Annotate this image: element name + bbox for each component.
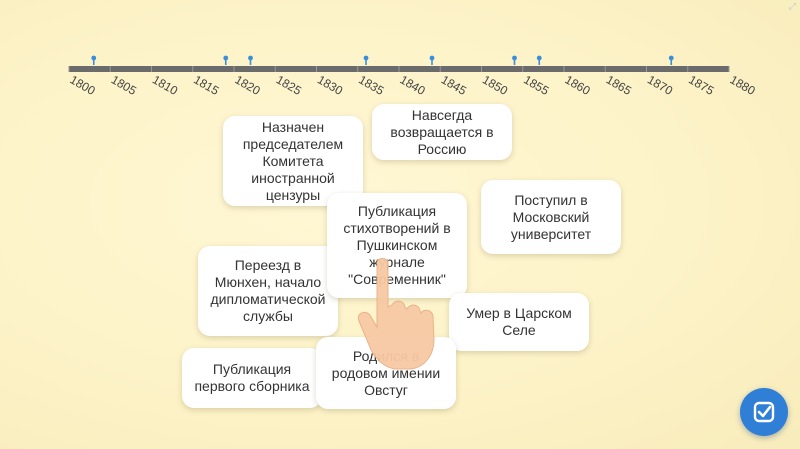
timeline-tick-label: 1825 xyxy=(274,72,304,98)
timeline-tick-label: 1855 xyxy=(521,72,551,98)
timeline-marker xyxy=(536,55,542,65)
timeline-tick-label: 1835 xyxy=(356,72,386,98)
timeline-marker xyxy=(248,55,253,65)
card-return-russia[interactable]: Навсегда возвращается в Россию xyxy=(372,104,512,160)
timeline-tick-label: 1845 xyxy=(439,72,469,98)
card-birth[interactable]: Родился в родовом имении Овстуг xyxy=(316,337,456,409)
card-death[interactable]: Умер в Царском Селе xyxy=(449,293,589,351)
card-text: Навсегда возвращается в Россию xyxy=(390,106,494,157)
timeline-tick-label: 1820 xyxy=(233,72,263,98)
timeline-tick-label: 1830 xyxy=(315,72,345,98)
timeline-tick-label: 1870 xyxy=(645,72,675,98)
card-text: Умер в Царском Селе xyxy=(466,305,572,338)
timeline-marker xyxy=(668,55,674,65)
card-munich[interactable]: Переезд в Мюнхен, начало дипломатической… xyxy=(198,246,338,336)
timeline-marker xyxy=(91,55,97,65)
card-text: Поступил в Московский университет xyxy=(510,191,592,242)
timeline-marker xyxy=(429,55,435,65)
timeline-marker xyxy=(363,55,369,65)
timeline-marker xyxy=(512,55,517,65)
card-text: Публикация первого сборника xyxy=(194,361,310,394)
card-university[interactable]: Поступил в Московский университет xyxy=(481,180,621,254)
card-text: Родился в родовом имении Овстуг xyxy=(331,347,441,398)
timeline-tick-label: 1805 xyxy=(109,72,139,98)
card-first-collection[interactable]: Публикация первого сборника xyxy=(182,348,322,408)
timeline-tick-label: 1815 xyxy=(191,72,221,98)
timeline-tick-label: 1800 xyxy=(68,72,98,98)
timeline-tick-label: 1860 xyxy=(563,72,593,98)
timeline-tick-label: 1865 xyxy=(604,72,634,98)
card-text: Публикация стихотворений в Пушкинском жу… xyxy=(343,203,451,287)
timeline-tick-label: 1875 xyxy=(686,72,716,98)
card-sovremennik[interactable]: Публикация стихотворений в Пушкинском жу… xyxy=(327,193,467,298)
card-text: Назначен председателем Комитета иностран… xyxy=(242,118,344,203)
timeline-tick-label: 1840 xyxy=(398,72,428,98)
fullscreen-icon[interactable]: ⤢ xyxy=(788,1,796,11)
check-button[interactable] xyxy=(740,388,788,436)
timeline-marker xyxy=(223,55,229,65)
timeline: 1800 1805 1810 1815 1820 1825 1830 1835 1840 1845… xyxy=(68,55,758,98)
card-committee[interactable]: Назначен председателем Комитета иностран… xyxy=(223,116,363,206)
timeline-tick-label: 1810 xyxy=(150,72,180,98)
timeline-tick-label: 1850 xyxy=(480,72,510,98)
timeline-tick-label: 1880 xyxy=(728,72,758,98)
card-text: Переезд в Мюнхен, начало дипломатической… xyxy=(210,257,326,324)
check-icon xyxy=(753,401,775,423)
